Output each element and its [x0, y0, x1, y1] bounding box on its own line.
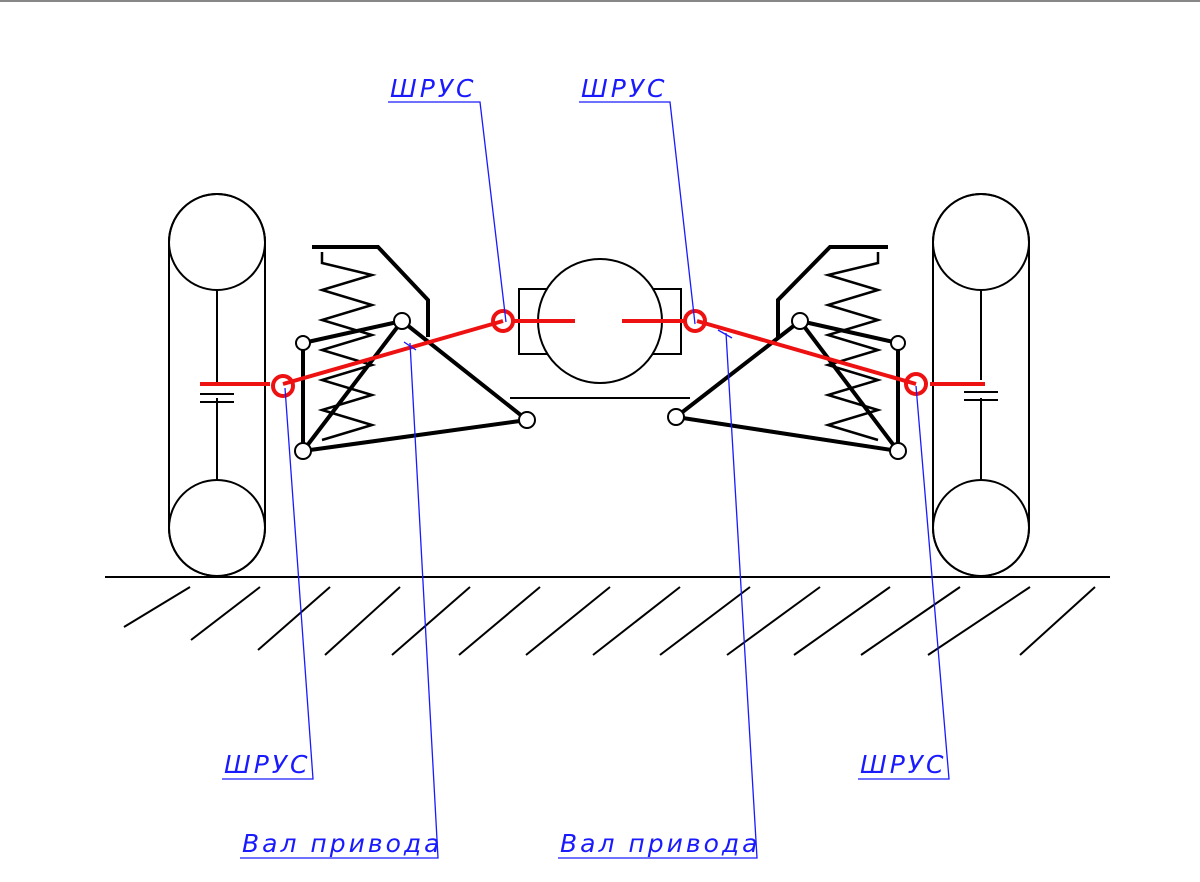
labels: ШРУС ШРУС ШРУС ШРУС Вал привода Вал прив…	[224, 74, 947, 858]
left-suspension	[294, 245, 536, 460]
label-drive-shaft-right: Вал привода	[560, 829, 761, 858]
right-spring-bracket	[776, 245, 888, 337]
cv-joint-outer-right	[904, 372, 928, 396]
right-drive-shaft	[696, 319, 917, 386]
right-spring	[823, 252, 883, 442]
label-cv-joint-inner-right: ШРУС	[581, 74, 668, 103]
right-suspension	[667, 245, 907, 460]
cv-joint-inner-right	[683, 309, 707, 333]
left-upper-arm	[302, 319, 403, 345]
right-upper-arm	[799, 319, 899, 345]
leader-lines	[222, 101, 950, 859]
left-spring	[317, 252, 377, 442]
differential	[510, 258, 690, 399]
label-drive-shaft-left: Вал привода	[242, 829, 443, 858]
cv-joint-outer-left	[271, 374, 295, 398]
cv-joint-inner-left	[491, 309, 515, 333]
drive-shafts	[200, 319, 985, 386]
left-spring-bracket	[312, 245, 430, 337]
label-cv-joint-outer-right: ШРУС	[860, 750, 947, 779]
label-cv-joint-inner-left: ШРУС	[390, 74, 477, 103]
right-lower-arm	[671, 318, 903, 454]
label-cv-joint-outer-left: ШРУС	[224, 750, 311, 779]
left-drive-shaft	[282, 319, 504, 386]
ground	[105, 576, 1110, 656]
cv-joints	[271, 309, 928, 398]
